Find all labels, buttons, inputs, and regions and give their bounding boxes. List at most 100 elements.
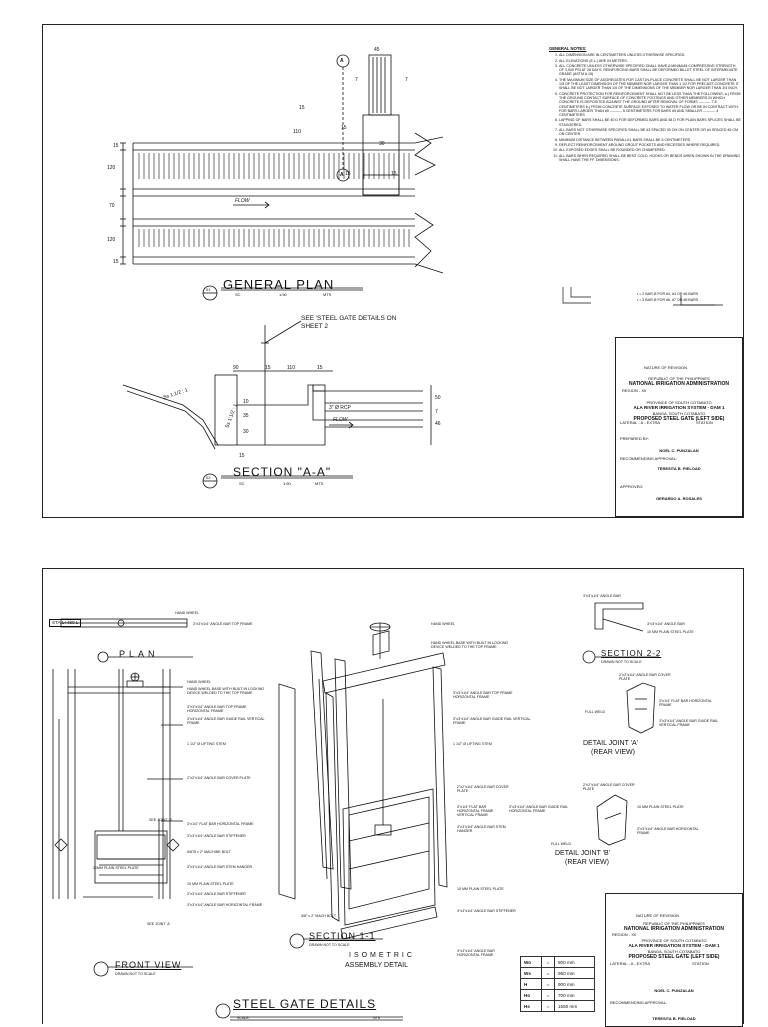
ja-cover: 2"x2"x1/4" ANGLE BAR COVER PLATE (619, 673, 671, 682)
section-a-a-drawing (122, 320, 432, 489)
title-block-sheet-2: NATURE OF REVISION REPUBLIC OF THE PHILI… (605, 893, 743, 1027)
iso-label-top: 3"x3"x1/4" ANGLE BAR TOP FRAME HORIZONTA… (453, 691, 513, 700)
iso-label-cover: 2"x2"x1/4" ANGLE BAR COVER PLATE (457, 785, 509, 794)
iso-label-hanger: 3"x3"x1/4" ANGLE BAR STEM HANGER (457, 825, 506, 834)
notes-heading: GENERAL NOTES: (549, 46, 587, 51)
iso-label-horiz: 3"x3"x1/4" ANGLE BAR HORIZONTAL FRAME (457, 949, 495, 958)
section-dim-110: 110 (287, 365, 295, 371)
rcp-label: 3" Ø RCP (329, 405, 351, 411)
tb2-recommending: RECOMMENDING APPROVAL: (610, 1000, 668, 1005)
label-angle-top-frame: 3"x3"x1/4" ANGLE BAR TOP FRAME (193, 622, 253, 626)
label-hw-base: HAND WHEEL BASE WITH BUILT IN LOCKING DE… (187, 687, 265, 696)
label-stem-hanger: 3"x3"x1/4" ANGLE BAR STEM HANGER (187, 865, 253, 869)
section-mark-a-bottom: A (340, 172, 344, 178)
iso-label-plate: 10 MM PLAIN STEEL PLATE (457, 887, 504, 891)
tb2-name-1: NOEL C. PUNZALAN (654, 988, 694, 993)
section-1-1-sub: DRAWN NOT TO SCALE (309, 943, 350, 947)
drawing-sheet-2: STA 1+480 L HAND WHEEL 3"x3"x1/4" ANGLE … (42, 568, 744, 1027)
note-item: ALL BARS NOT OTHERWISE SPECIFIED SHALL B… (559, 128, 741, 137)
section-dim-15-c: 15 (239, 453, 245, 459)
section-ref: 02 (206, 475, 211, 480)
section-ratio: 1:60 (283, 481, 291, 486)
ja-full-weld: FULL WELD (585, 710, 606, 714)
label-mach-bolt: 5/8"Ø x 2" MACHINE BOLT (187, 850, 231, 854)
dimension-equals: = (541, 989, 555, 1001)
dimension-value: 1550 mm (554, 1000, 595, 1012)
isometric-subtitle: ASSEMBLY DETAIL (345, 962, 409, 969)
tb1-station: STATION (696, 420, 713, 425)
tb1-agency: NATIONAL IRRIGATION ADMINISTRATION (629, 381, 729, 387)
section-dim-30: 30 (243, 429, 249, 435)
label-hand-wheel-fv: HAND WHEEL (187, 680, 211, 684)
tb1-name-3: GERARDO A. ROSALES (656, 496, 702, 501)
tb1-project: ALA RIVER IRRIGATION SYSTEM - DAM 1 (633, 405, 725, 410)
section-a-a-title: SECTION "A-A" (233, 465, 332, 479)
tb1-prepared: PREPARED BY: (620, 436, 650, 441)
label-lifting-stem: 1 1/2" Ø LIFTING STEM (187, 742, 226, 746)
tb2-station: STATION (692, 961, 709, 966)
tb2-lateral: LATERAL - A - EXTRA (610, 961, 651, 966)
iso-label-flat: 3"x1/4" FLAT BAR HORIZONTAL FRAME VERTIC… (457, 805, 494, 818)
section-dim-7: 7 (435, 409, 438, 415)
section-dim-90: 90 (233, 365, 239, 371)
dimension-value: 900 mm (554, 978, 595, 990)
iso-label-bolt: 5/8" x 2" MACH BOLT (301, 914, 337, 918)
dim-15-c: 15 (345, 171, 351, 177)
dimension-key: Hs (520, 1000, 542, 1012)
note-item: ALL CONCRETE UNLESS OTHERWISE SPECIFIED … (559, 64, 741, 77)
dimension-row: H=900 mm (520, 978, 595, 990)
label-flat-bar: 3"x1/4" FLAT BAR HORIZONTAL FRAME (187, 822, 254, 826)
dim-left-15-a: 15 (113, 143, 119, 149)
dimension-key: Ho (520, 989, 542, 1001)
note-item: CONCRETE PROTECTION FOR REINFORCEMENT SH… (559, 92, 741, 118)
plan-title: PLAN (119, 649, 159, 659)
iso-label-guide: 3"x3"x1/4" ANGLE BAR GUIDE RAIL VERTICAL… (453, 717, 531, 726)
general-plan-units: MTS (323, 292, 332, 297)
dim-15-d: 15 (391, 171, 397, 177)
front-view-sub: DRAWN NOT TO SCALE (115, 972, 156, 976)
label-steel-plate: 10 MM PLAIN STEEL PLATE (187, 882, 234, 886)
dim-left-70: 70 (109, 203, 115, 209)
s22-angle-bar-top: 3"x3"x1/4" ANGLE BAR (583, 594, 621, 598)
label-angle-top-horiz: 3"x3"x1/4" ANGLE BAR TOP FRAME HORIZONTA… (187, 705, 247, 714)
label-see-joint-b: SEE JOINT 'B' (149, 818, 173, 822)
tb1-drawing-title: PROPOSED STEEL GATE (LEFT SIDE) (633, 416, 725, 422)
joint-a-title: DETAIL JOINT 'A' (583, 740, 639, 747)
section-dim-15-a: 15 (265, 365, 271, 371)
label-hand-wheel-top: HAND WHEEL (175, 611, 199, 615)
front-view-title: FRONT VIEW (115, 960, 182, 970)
dim-7-right: 7 (405, 77, 408, 83)
tb1-municipality: BANGA, SOUTH COTABATO (652, 411, 706, 416)
note-item: LAPPING OF BARS SHALL BE 40 D FOR DEFORM… (559, 118, 741, 127)
iso-label-stiff: 3"x3"x1/4" ANGLE BAR STIFFENER (457, 909, 516, 913)
drawing-sheet-1: 45 7 7 15 110 15 30 15 15 15 120 70 120 … (42, 24, 744, 518)
joint-b-title: DETAIL JOINT 'B' (555, 850, 611, 857)
label-horiz-frame: 3"x3"x1/4" ANGLE BAR HORIZONTAL FRAME (187, 903, 263, 907)
hook-note-b: r = 3 BAR Ø FOR #6, #7 OR #8 BARS (637, 298, 699, 302)
dimension-equals: = (541, 967, 555, 979)
note-item: MINIMUM DISTANCE BETWEEN PARALLEL BARS S… (559, 138, 741, 142)
dim-7-left: 7 (355, 77, 358, 83)
tb2-republic: REPUBLIC OF THE PHILIPPINES (643, 921, 705, 926)
s22-angle-bar: 3"x3"x1/4" ANGLE BAR (647, 622, 685, 626)
dimension-equals: = (541, 1000, 555, 1012)
steel-gate-details-title: STEEL GATE DETAILS (233, 997, 377, 1011)
tb1-region: REGION - XII (622, 388, 647, 393)
section-mark-a-top: A (340, 58, 344, 64)
section-scale: SC (239, 481, 245, 486)
section-dim-10: 10 (243, 399, 249, 405)
note-item: ALL ELEVATIONS (E.L.) ARE IN METERS. (559, 59, 741, 63)
jb-plate: 10 MM PLAIN STEEL PLATE (637, 805, 684, 809)
dimension-equals: = (541, 978, 555, 990)
dim-45: 45 (374, 47, 380, 53)
tb1-name-2: TERESITA B. PIELOAD (657, 466, 701, 471)
label-stiffener: 3"x3"x1/4" ANGLE BAR STIFFENER (187, 834, 246, 838)
tb2-agency: NATIONAL IRRIGATION ADMINISTRATION (624, 926, 724, 932)
iso-label-base: HAND WHEEL BASE WITH BUILT IN LOCKING DE… (431, 641, 509, 650)
general-plan-ref: 01 (206, 287, 211, 292)
general-plan-title: GENERAL PLAN (223, 277, 335, 292)
note-item: ALL BARS WHEN REQUIRED SHALL BE BENT COL… (559, 154, 741, 163)
jb-full-weld: FULL WELD (551, 842, 572, 846)
section-units: MTS (315, 481, 324, 486)
